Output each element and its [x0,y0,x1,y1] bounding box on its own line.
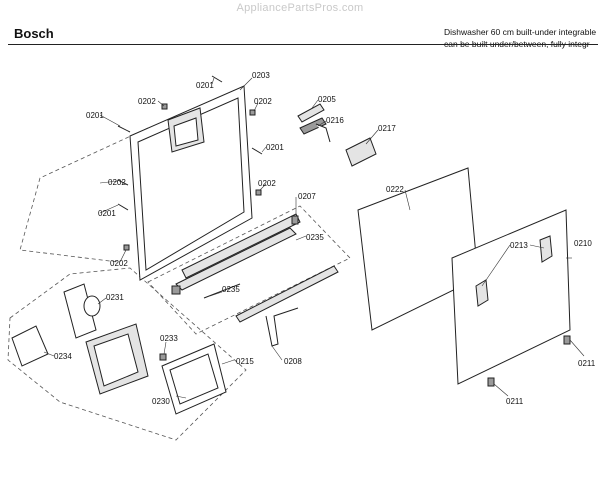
group-outlines [7,127,351,441]
callout-0202-e: 0202 [110,259,128,268]
watermark: AppliancePartsPros.com [236,2,364,14]
header-divider [8,44,598,45]
brand-name: Bosch [14,26,54,41]
leader-lines [43,77,585,399]
description-line-1: Dishwasher 60 cm built-under integrable [444,27,597,37]
callout-0202-d: 0202 [258,179,276,188]
control-module-parts [11,283,227,415]
callout-0231: 0231 [106,293,124,302]
callout-0201-d: 0201 [98,209,116,218]
callout-0217: 0217 [378,124,396,133]
callout-labels: 0201 0201 0201 0201 0202 0202 0202 0202 … [54,71,596,406]
callout-0235-a: 0235 [306,233,324,242]
door-panels [357,167,571,387]
callout-0201-c: 0201 [266,143,284,152]
callout-0207: 0207 [298,192,316,201]
callout-0202-c: 0202 [108,178,126,187]
callout-0208: 0208 [284,357,302,366]
callout-0213: 0213 [510,241,528,250]
callout-0235-b: 0235 [222,285,240,294]
callout-0201-b: 0201 [196,81,214,90]
callout-0215: 0215 [236,357,254,366]
callout-0222: 0222 [386,185,404,194]
callout-0201-a: 0201 [86,111,104,120]
callout-0211-b: 0211 [506,397,524,406]
callout-0202-a: 0202 [138,97,156,106]
callout-0211-a: 0211 [578,359,596,368]
callout-0233: 0233 [160,334,178,343]
callout-0202-b: 0202 [254,97,272,106]
callout-0210: 0210 [574,239,592,248]
door-rails [171,213,339,323]
callout-0234: 0234 [54,352,72,361]
hinge-parts [297,103,377,167]
bracket-part [265,307,299,347]
callout-0230: 0230 [152,397,170,406]
callout-0205: 0205 [318,95,336,104]
door-frame-part [129,85,253,281]
frame-screws [117,75,263,251]
callout-0203: 0203 [252,71,270,80]
callout-0216: 0216 [326,116,344,125]
